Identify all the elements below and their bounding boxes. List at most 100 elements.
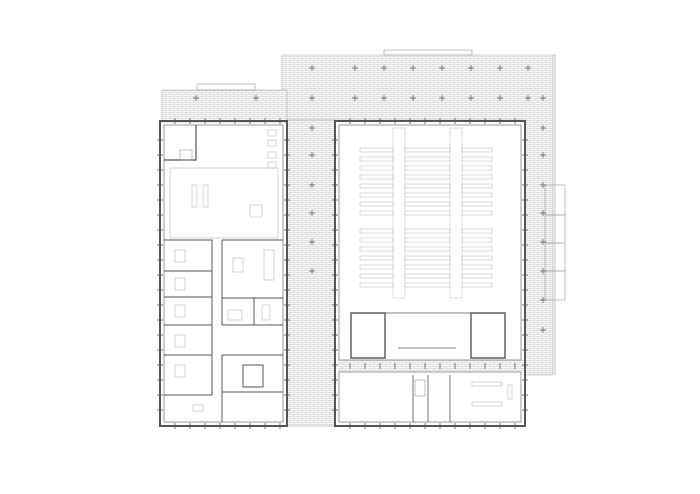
column-marker-icon [309,268,315,274]
column-marker-icon [381,65,387,71]
column-marker-icon [540,152,546,158]
lobby-area [169,167,279,239]
column-marker-icon [540,95,546,101]
stair-icon [179,149,193,161]
stage-line [385,312,471,349]
aisles [392,127,463,299]
seat-row [461,264,493,270]
seat-row [404,237,451,243]
seat-row [404,192,451,198]
column-marker-icon [193,95,199,101]
seat-row [404,147,451,153]
column-marker-icon [540,327,546,333]
seat-row [359,174,394,180]
column-marker-icon [468,95,474,101]
column-marker-icon [352,95,358,101]
seat-row [404,156,451,162]
column-marker-icon [309,65,315,71]
column-marker-icon [309,210,315,216]
seat-row [404,255,451,261]
column-marker-icon [309,182,315,188]
seat-row [404,228,451,234]
column-marker-icon [309,95,315,101]
seat-row [461,201,493,207]
left-building-inner-wall [163,124,284,423]
column-marker-icon [540,210,546,216]
elevator-shaft [242,364,264,388]
column-marker-icon [540,182,546,188]
seat-row [404,282,451,288]
lower-wing-wall [338,371,522,423]
column-marker-icon [309,95,315,101]
column-marker-icon [540,327,546,333]
column-marker-icon [497,95,503,101]
seat-row [359,156,394,162]
column-marker-icon [410,65,416,71]
left-building-outer-wall [159,120,288,427]
column-marker-icon [352,65,358,71]
column-marker-icon [439,65,445,71]
seat-row [359,282,394,288]
seat-row [404,264,451,270]
seat-row [461,228,493,234]
seat-row [404,201,451,207]
seat-row [461,237,493,243]
column-marker-icon [439,95,445,101]
seat-row [461,255,493,261]
left-building [159,120,288,427]
column-marker-icon [525,65,531,71]
column-marker-icon [309,210,315,216]
column-marker-icon [309,239,315,245]
column-marker-icon [309,125,315,131]
corridor-paving [338,360,525,372]
column-marker-icon [468,65,474,71]
column-marker-icon [540,239,546,245]
terrace-edge [553,54,556,375]
seat-row [359,147,394,153]
seat-row [461,192,493,198]
seat-row [461,165,493,171]
column-marker-icon [525,65,531,71]
seat-row [461,147,493,153]
column-marker-icon [381,95,387,101]
terrace-middle-strip [286,119,336,427]
seat-row [404,273,451,279]
seat-row [359,165,394,171]
lower-wing-partitions [412,375,451,422]
column-marker-icon [540,297,546,303]
seat-row [359,183,394,189]
seat-row [461,183,493,189]
column-marker-icon [497,65,503,71]
seat-row [359,246,394,252]
column-marker-icon [540,125,546,131]
seat-row [404,210,451,216]
facade-mullions [157,118,528,429]
column-marker-icon [381,95,387,101]
column-marker-icon [309,182,315,188]
seat-row [359,237,394,243]
column-marker-icon [410,95,416,101]
column-marker-icon [497,65,503,71]
column-marker-icon [540,182,546,188]
column-marker-icon [540,268,546,274]
column-marker-icon [468,65,474,71]
column-markers [193,65,546,333]
stair-icon [414,379,426,397]
column-marker-icon [540,152,546,158]
column-marker-icon [410,65,416,71]
column-marker-icon [410,95,416,101]
seat-row [404,246,451,252]
column-marker-icon [253,95,259,101]
seat-row [359,255,394,261]
column-marker-icon [439,95,445,101]
seat-row [461,273,493,279]
column-marker-icon [309,65,315,71]
seat-row [404,183,451,189]
hall-seating [359,147,493,288]
seat-row [359,192,394,198]
column-marker-icon [193,95,199,101]
column-marker-icon [468,95,474,101]
column-marker-icon [540,297,546,303]
seat-row [359,210,394,216]
